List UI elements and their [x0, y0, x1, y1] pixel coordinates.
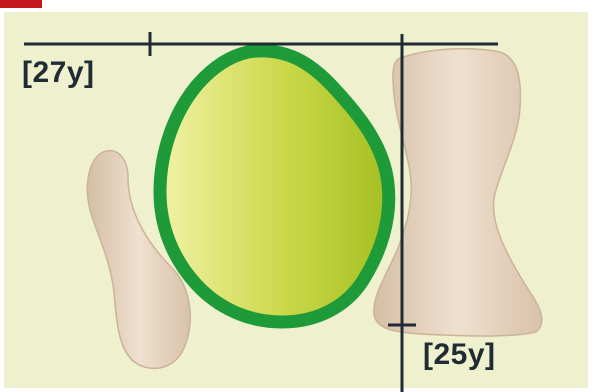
corner-tab: [0, 0, 42, 8]
distance-label-bottom: [25y]: [423, 340, 496, 370]
distance-label-top: [27y]: [22, 58, 95, 88]
